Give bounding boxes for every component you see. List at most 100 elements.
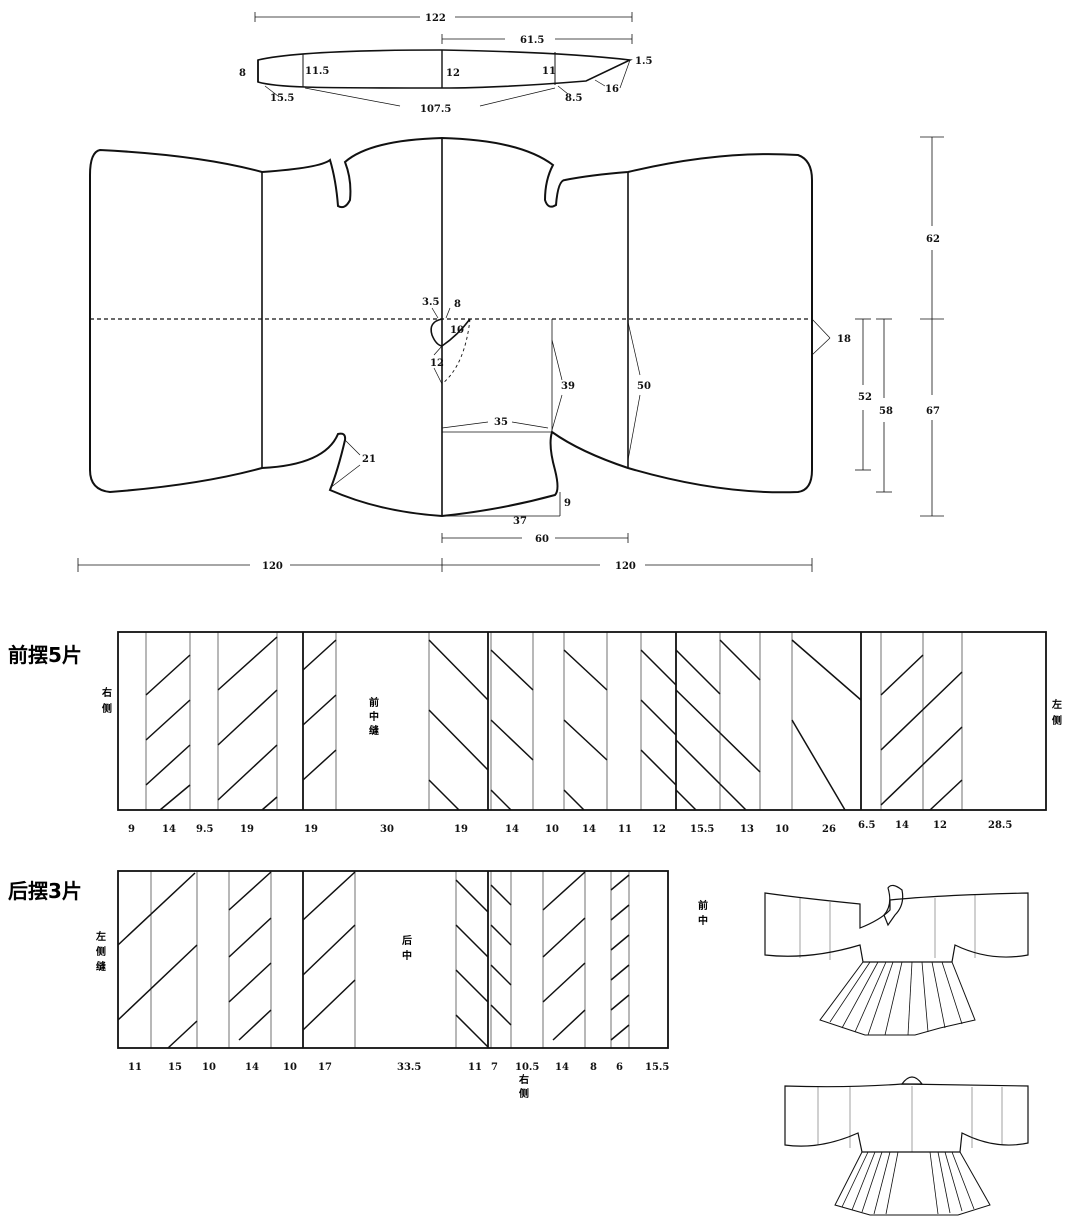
front-skirt-pleat-hatch <box>145 636 963 811</box>
svg-text:14: 14 <box>582 824 596 835</box>
bodice-dim-11: 35 <box>494 417 508 428</box>
back-skirt-outline <box>117 870 669 1049</box>
bodice-pattern: 62 18 3.5 8 10 12 39 50 52 58 67 35 21 9… <box>77 136 944 572</box>
bodice-dim-4: 10 <box>450 325 464 336</box>
svg-text:右: 右 <box>518 1073 529 1086</box>
collar-outline <box>257 49 633 89</box>
svg-text:28.5: 28.5 <box>988 820 1012 831</box>
svg-text:14: 14 <box>162 824 176 835</box>
svg-text:14: 14 <box>245 1062 259 1073</box>
bodice-dim-12: 21 <box>362 454 376 465</box>
svg-text:33.5: 33.5 <box>397 1062 421 1073</box>
svg-text:11: 11 <box>468 1062 482 1073</box>
collar-dim-5: 11 <box>542 66 556 77</box>
collar-dim-7: 15.5 <box>270 93 294 104</box>
svg-text:19: 19 <box>240 824 254 835</box>
back-skirt-right-side-label: 右 侧 <box>518 1073 529 1100</box>
collar-dim-6: 1.5 <box>635 56 652 67</box>
back-skirt-dims: 11 15 10 14 10 17 33.5 11 7 10.5 14 8 6 … <box>128 1062 669 1073</box>
collar-dim-2: 8 <box>239 68 246 79</box>
front-skirt-left-side-label: 左 侧 <box>1051 698 1062 727</box>
bodice-dim-14: 37 <box>513 516 527 527</box>
front-skirt-outline <box>117 631 1047 811</box>
svg-text:缝: 缝 <box>369 724 379 737</box>
svg-text:30: 30 <box>380 824 394 835</box>
back-skirt-fold-lines <box>150 871 630 1048</box>
svg-text:7: 7 <box>491 1062 498 1073</box>
svg-text:10: 10 <box>283 1062 297 1073</box>
svg-text:10: 10 <box>775 824 789 835</box>
bodice-dim-10: 67 <box>926 406 940 417</box>
bodice-dim-7: 50 <box>637 381 651 392</box>
svg-text:11: 11 <box>618 824 632 835</box>
svg-text:前: 前 <box>698 899 708 912</box>
bodice-dim-1: 18 <box>837 334 851 345</box>
svg-text:12: 12 <box>933 820 947 831</box>
svg-text:左: 左 <box>95 930 106 943</box>
svg-text:6: 6 <box>616 1062 623 1073</box>
svg-text:中: 中 <box>402 949 412 962</box>
svg-text:19: 19 <box>304 824 318 835</box>
svg-text:9: 9 <box>128 824 135 835</box>
svg-text:15.5: 15.5 <box>690 824 714 835</box>
back-skirt-pattern: 后摆3片 <box>8 870 708 1100</box>
svg-text:12: 12 <box>652 824 666 835</box>
svg-text:15.5: 15.5 <box>645 1062 669 1073</box>
collar-dim-4: 12 <box>446 68 460 79</box>
front-skirt-center-seam-label: 前 中 缝 <box>369 696 379 737</box>
bodice-outline <box>89 136 813 518</box>
bodice-dim-3: 8 <box>454 299 461 310</box>
collar-dim-3: 11.5 <box>305 66 329 77</box>
svg-text:13: 13 <box>740 824 754 835</box>
bodice-dim-17: 120 <box>615 561 636 572</box>
garment-front-illustration <box>764 884 1029 1036</box>
svg-text:10.5: 10.5 <box>515 1062 539 1073</box>
bodice-dim-15: 60 <box>535 534 549 545</box>
collar-dim-10: 16 <box>605 84 619 95</box>
svg-text:8: 8 <box>590 1062 597 1073</box>
svg-text:左: 左 <box>1051 698 1062 711</box>
back-skirt-left-side-seam-label: 左 侧 缝 <box>95 930 106 973</box>
collar-dim-0: 122 <box>425 13 446 24</box>
svg-text:14: 14 <box>555 1062 569 1073</box>
bodice-dim-16: 120 <box>262 561 283 572</box>
bodice-dim-13: 9 <box>564 498 571 509</box>
svg-text:中: 中 <box>369 710 379 723</box>
svg-text:17: 17 <box>318 1062 332 1073</box>
collar-dim-8: 107.5 <box>420 104 451 115</box>
svg-text:14: 14 <box>505 824 519 835</box>
bodice-dim-6: 39 <box>561 381 575 392</box>
svg-text:右: 右 <box>101 686 112 699</box>
front-skirt-fold-lines <box>145 632 963 810</box>
svg-text:侧: 侧 <box>1052 714 1062 727</box>
svg-text:6.5: 6.5 <box>858 820 875 831</box>
front-skirt-right-side-label: 右 侧 <box>101 686 112 715</box>
svg-text:9.5: 9.5 <box>196 824 213 835</box>
svg-text:19: 19 <box>454 824 468 835</box>
svg-text:11: 11 <box>128 1062 142 1073</box>
front-skirt-title: 前摆5片 <box>8 643 82 667</box>
svg-text:侧: 侧 <box>96 945 106 958</box>
back-skirt-front-center-label: 前 中 <box>698 899 708 927</box>
collar-pattern: 122 61.5 8 11.5 12 11 1.5 15.5 107.5 8.5… <box>239 12 652 115</box>
svg-text:26: 26 <box>822 824 836 835</box>
svg-text:14: 14 <box>895 820 909 831</box>
back-skirt-pleat-hatch <box>117 871 630 1049</box>
svg-text:后: 后 <box>402 934 412 947</box>
bodice-dim-8: 52 <box>858 392 872 403</box>
collar-dim-9: 8.5 <box>565 93 582 104</box>
svg-text:15: 15 <box>168 1062 182 1073</box>
garment-back-illustration <box>784 1076 1029 1216</box>
svg-text:10: 10 <box>545 824 559 835</box>
svg-text:侧: 侧 <box>102 702 112 715</box>
svg-text:前: 前 <box>369 696 379 709</box>
svg-text:侧: 侧 <box>519 1087 529 1100</box>
bodice-dim-5: 12 <box>430 358 444 369</box>
svg-text:缝: 缝 <box>96 960 106 973</box>
front-skirt-pattern: 前摆5片 <box>8 631 1062 835</box>
front-skirt-dims: 9 14 9.5 19 19 30 19 14 10 14 11 12 15.5… <box>128 820 1012 835</box>
svg-text:中: 中 <box>698 914 708 927</box>
collar-dim-1: 61.5 <box>520 35 544 46</box>
bodice-dim-2: 3.5 <box>422 297 439 308</box>
